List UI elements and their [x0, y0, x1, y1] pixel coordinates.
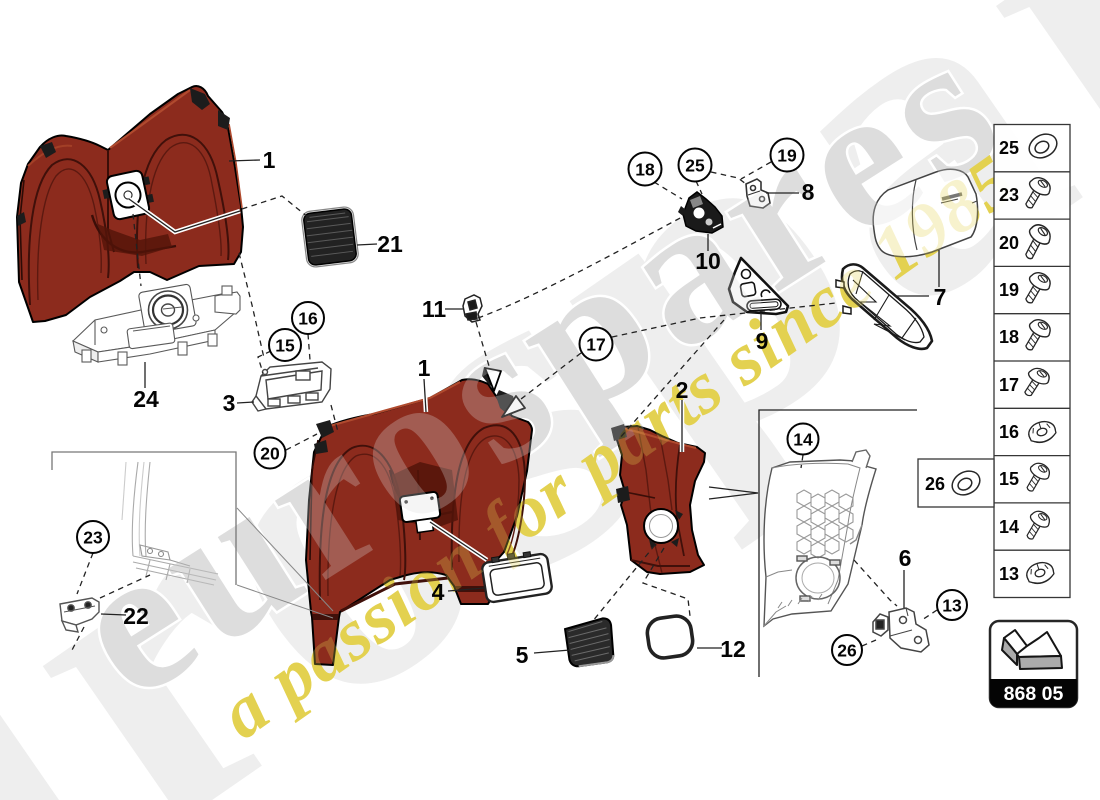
- svg-text:11: 11: [422, 296, 447, 322]
- svg-text:8: 8: [802, 179, 815, 205]
- svg-text:9: 9: [756, 328, 769, 354]
- svg-text:17: 17: [999, 375, 1019, 395]
- svg-text:15: 15: [999, 469, 1019, 489]
- svg-text:22: 22: [123, 603, 149, 629]
- svg-text:4: 4: [432, 579, 445, 605]
- svg-text:1: 1: [263, 147, 276, 173]
- svg-text:23: 23: [83, 528, 103, 548]
- svg-text:26: 26: [925, 474, 945, 494]
- svg-text:23: 23: [999, 185, 1019, 205]
- svg-text:15: 15: [275, 336, 295, 356]
- svg-text:12: 12: [720, 636, 746, 662]
- svg-text:14: 14: [793, 430, 813, 450]
- svg-text:10: 10: [695, 248, 721, 274]
- svg-text:19: 19: [777, 146, 797, 166]
- svg-text:5: 5: [516, 642, 529, 668]
- svg-text:18: 18: [635, 160, 655, 180]
- svg-text:14: 14: [999, 517, 1019, 537]
- svg-text:19: 19: [999, 280, 1019, 300]
- svg-text:13: 13: [942, 596, 962, 616]
- svg-text:1: 1: [418, 355, 431, 381]
- svg-text:3: 3: [223, 390, 236, 416]
- svg-text:21: 21: [377, 231, 403, 257]
- svg-text:2: 2: [676, 377, 689, 403]
- svg-text:16: 16: [999, 422, 1019, 442]
- svg-text:6: 6: [899, 545, 912, 571]
- svg-text:25: 25: [999, 138, 1019, 158]
- svg-text:20: 20: [260, 444, 280, 464]
- svg-text:17: 17: [586, 335, 605, 355]
- svg-text:7: 7: [934, 284, 947, 310]
- svg-text:25: 25: [685, 156, 705, 176]
- svg-text:26: 26: [837, 641, 857, 661]
- svg-text:13: 13: [999, 564, 1019, 584]
- svg-text:20: 20: [999, 233, 1019, 253]
- svg-text:18: 18: [999, 327, 1019, 347]
- svg-text:868 05: 868 05: [1004, 683, 1064, 705]
- svg-text:24: 24: [133, 386, 159, 412]
- svg-text:16: 16: [298, 309, 318, 329]
